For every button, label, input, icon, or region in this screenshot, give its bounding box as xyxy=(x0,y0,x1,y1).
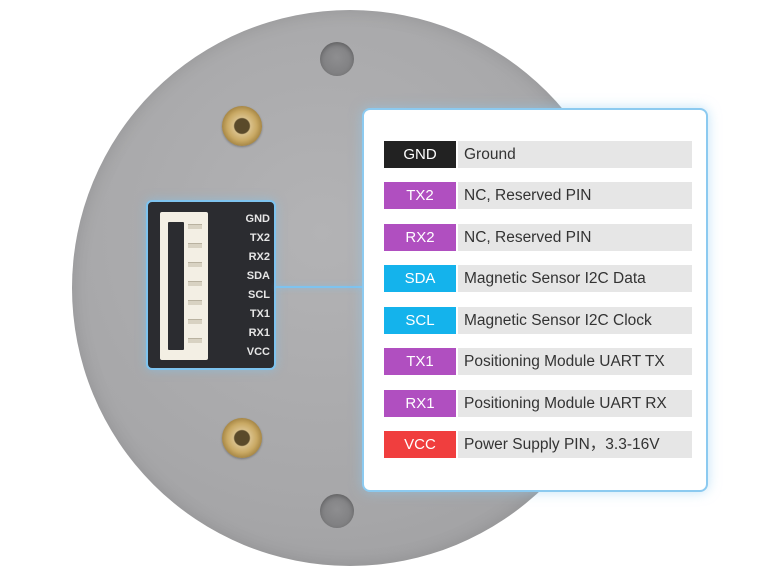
pin-description: Positioning Module UART RX xyxy=(458,390,692,417)
pin-badge: VCC xyxy=(384,431,456,458)
pin-badge: RX1 xyxy=(384,390,456,417)
pin-badge: SCL xyxy=(384,307,456,334)
pin-badge: RX2 xyxy=(384,224,456,251)
legend-row-tx2: TX2 NC, Reserved PIN xyxy=(384,182,692,209)
pin-description: NC, Reserved PIN xyxy=(458,224,692,251)
connector-pin xyxy=(188,243,202,248)
connector-label-rx1: RX1 xyxy=(248,327,270,339)
legend-row-rx1: RX1 Positioning Module UART RX xyxy=(384,390,692,417)
threaded-insert-top xyxy=(222,106,262,146)
mount-hole-top xyxy=(320,42,354,76)
pin-description: Magnetic Sensor I2C Clock xyxy=(458,307,692,334)
legend-row-vcc: VCC Power Supply PIN，3.3-16V xyxy=(384,431,692,458)
connector-pin xyxy=(188,281,202,286)
pin-badge: TX2 xyxy=(384,182,456,209)
connector-callout: GND TX2 RX2 SDA SCL TX1 RX1 VCC xyxy=(146,200,276,370)
legend-row-gnd: GND Ground xyxy=(384,141,692,168)
connector-label-rx2: RX2 xyxy=(248,251,270,263)
legend-row-scl: SCL Magnetic Sensor I2C Clock xyxy=(384,307,692,334)
connector-label-tx2: TX2 xyxy=(249,232,270,244)
pin-description: Power Supply PIN，3.3-16V xyxy=(458,431,692,458)
connector-label-vcc: VCC xyxy=(246,346,270,358)
pin-badge: GND xyxy=(384,141,456,168)
pin-badge: SDA xyxy=(384,265,456,292)
callout-lead-line xyxy=(276,286,364,288)
connector-label-tx1: TX1 xyxy=(249,308,270,320)
connector-label-sda: SDA xyxy=(246,270,270,282)
connector-pin xyxy=(188,319,202,324)
connector-housing xyxy=(160,212,208,360)
pin-description: NC, Reserved PIN xyxy=(458,182,692,209)
connector-label-gnd: GND xyxy=(245,213,270,225)
connector-pin xyxy=(188,338,202,343)
pinout-legend: GND Ground TX2 NC, Reserved PIN RX2 NC, … xyxy=(362,108,708,492)
connector-slot xyxy=(168,222,184,350)
legend-row-tx1: TX1 Positioning Module UART TX xyxy=(384,348,692,375)
pin-description: Positioning Module UART TX xyxy=(458,348,692,375)
connector-pin xyxy=(188,224,202,229)
connector-label-scl: SCL xyxy=(248,289,270,301)
pin-badge: TX1 xyxy=(384,348,456,375)
mount-hole-bottom xyxy=(320,494,354,528)
legend-row-sda: SDA Magnetic Sensor I2C Data xyxy=(384,265,692,292)
pin-description: Magnetic Sensor I2C Data xyxy=(458,265,692,292)
threaded-insert-bottom xyxy=(222,418,262,458)
connector-pin xyxy=(188,300,202,305)
pin-description: Ground xyxy=(458,141,692,168)
legend-row-rx2: RX2 NC, Reserved PIN xyxy=(384,224,692,251)
connector-pin xyxy=(188,262,202,267)
